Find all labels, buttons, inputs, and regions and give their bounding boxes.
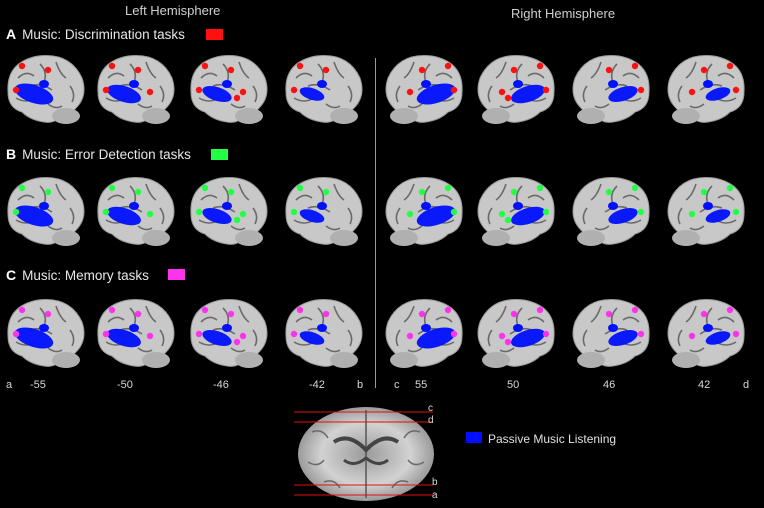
brain-slice bbox=[190, 176, 268, 246]
coord-label: -55 bbox=[30, 379, 46, 391]
section-c-swatch bbox=[168, 269, 185, 280]
slice-letter-c: c bbox=[394, 379, 400, 391]
brain-slice bbox=[667, 176, 745, 246]
brain-slice bbox=[7, 176, 85, 246]
slice-letter-a: a bbox=[6, 379, 13, 391]
legend-swatch bbox=[466, 432, 482, 443]
brain-slice bbox=[477, 176, 555, 246]
section-a-swatch bbox=[206, 29, 223, 40]
brain-slice bbox=[7, 54, 85, 124]
axial-line-label: c bbox=[428, 403, 433, 414]
brain-slice bbox=[7, 298, 85, 368]
brain-slice bbox=[285, 298, 363, 368]
slice-letter-b: b bbox=[357, 379, 364, 391]
axial-line-label: b bbox=[432, 477, 438, 488]
hemisphere-divider bbox=[375, 58, 376, 388]
coord-label: 55 bbox=[415, 379, 428, 391]
brain-slice bbox=[285, 54, 363, 124]
coord-label: -42 bbox=[309, 379, 325, 391]
brain-slice bbox=[572, 176, 650, 246]
slice-letter-d: d bbox=[743, 379, 750, 391]
coord-label: -46 bbox=[213, 379, 229, 391]
brain-slice bbox=[477, 298, 555, 368]
right-hemisphere-title: Right Hemisphere bbox=[511, 6, 616, 21]
left-hemisphere-title: Left Hemisphere bbox=[125, 3, 221, 18]
brain-slice bbox=[667, 298, 745, 368]
coord-label: -50 bbox=[117, 379, 133, 391]
axial-line-label: d bbox=[428, 415, 434, 426]
brain-slice bbox=[477, 54, 555, 124]
brain-slice bbox=[97, 54, 175, 124]
brain-slice bbox=[285, 176, 363, 246]
axial-line-label: a bbox=[432, 490, 438, 501]
coord-label: 46 bbox=[603, 379, 616, 391]
brain-slice bbox=[667, 54, 745, 124]
brain-slice bbox=[385, 176, 463, 246]
brain-slice bbox=[572, 298, 650, 368]
section-b-swatch bbox=[211, 149, 228, 160]
brain-slice bbox=[385, 54, 463, 124]
legend-label: Passive Music Listening bbox=[488, 432, 617, 446]
coord-label: 42 bbox=[698, 379, 711, 391]
brain-slice bbox=[190, 298, 268, 368]
brain-slice bbox=[97, 176, 175, 246]
brain-slice bbox=[385, 298, 463, 368]
axial-brain-image bbox=[294, 407, 434, 501]
brain-slice bbox=[190, 54, 268, 124]
brain-slice bbox=[97, 298, 175, 368]
coord-label: 50 bbox=[507, 379, 520, 391]
brain-slice bbox=[572, 54, 650, 124]
